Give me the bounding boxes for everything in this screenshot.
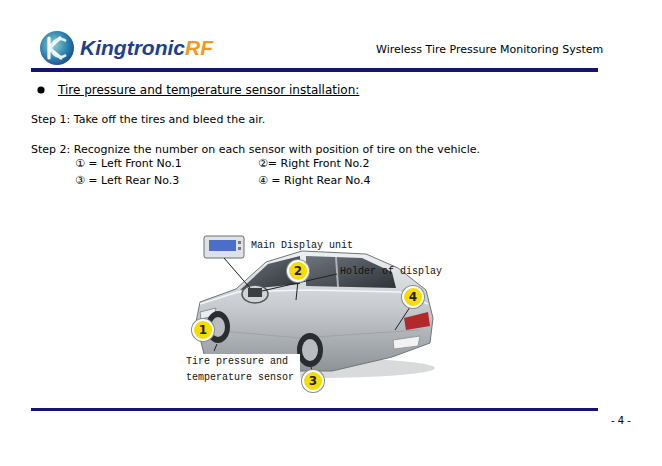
- callout-text: 1: [199, 324, 207, 336]
- logo-text: RF: [185, 35, 213, 61]
- callout-number: 3: [302, 370, 324, 392]
- step-text: Step 2: Recognize the number on each sen…: [31, 143, 480, 157]
- step-text: Step 1: Take off the tires and bleed the…: [31, 113, 265, 127]
- header-rule: [31, 68, 598, 72]
- callout-text: 4: [409, 291, 417, 303]
- callout-number: 1: [192, 319, 214, 341]
- footer-rule: [31, 408, 598, 411]
- part-label: Holder of display: [340, 266, 442, 279]
- position-item: ① = Left Front No.1: [75, 157, 182, 171]
- logo-icon: [40, 31, 74, 65]
- header-text: Wireless Tire Pressure Monitoring System: [376, 43, 603, 57]
- section-heading: Tire pressure and temperature sensor ins…: [58, 83, 359, 98]
- callout-number: 2: [287, 260, 309, 282]
- position-item: ②= Right Front No.2: [258, 157, 370, 171]
- callout-text: 2: [294, 265, 302, 277]
- callout-text: 3: [309, 375, 317, 387]
- logo-text: Kingtronic: [80, 35, 185, 61]
- part-label: Tire pressure and temperature sensor: [186, 354, 300, 386]
- part-label: Main Display unit: [251, 240, 353, 253]
- page-number: - 4 -: [611, 415, 631, 428]
- position-item: ④ = Right Rear No.4: [258, 174, 370, 188]
- bullet: [37, 86, 44, 93]
- callout-number: 4: [402, 286, 424, 308]
- position-item: ③ = Left Rear No.3: [75, 174, 179, 188]
- display-unit: [204, 236, 244, 258]
